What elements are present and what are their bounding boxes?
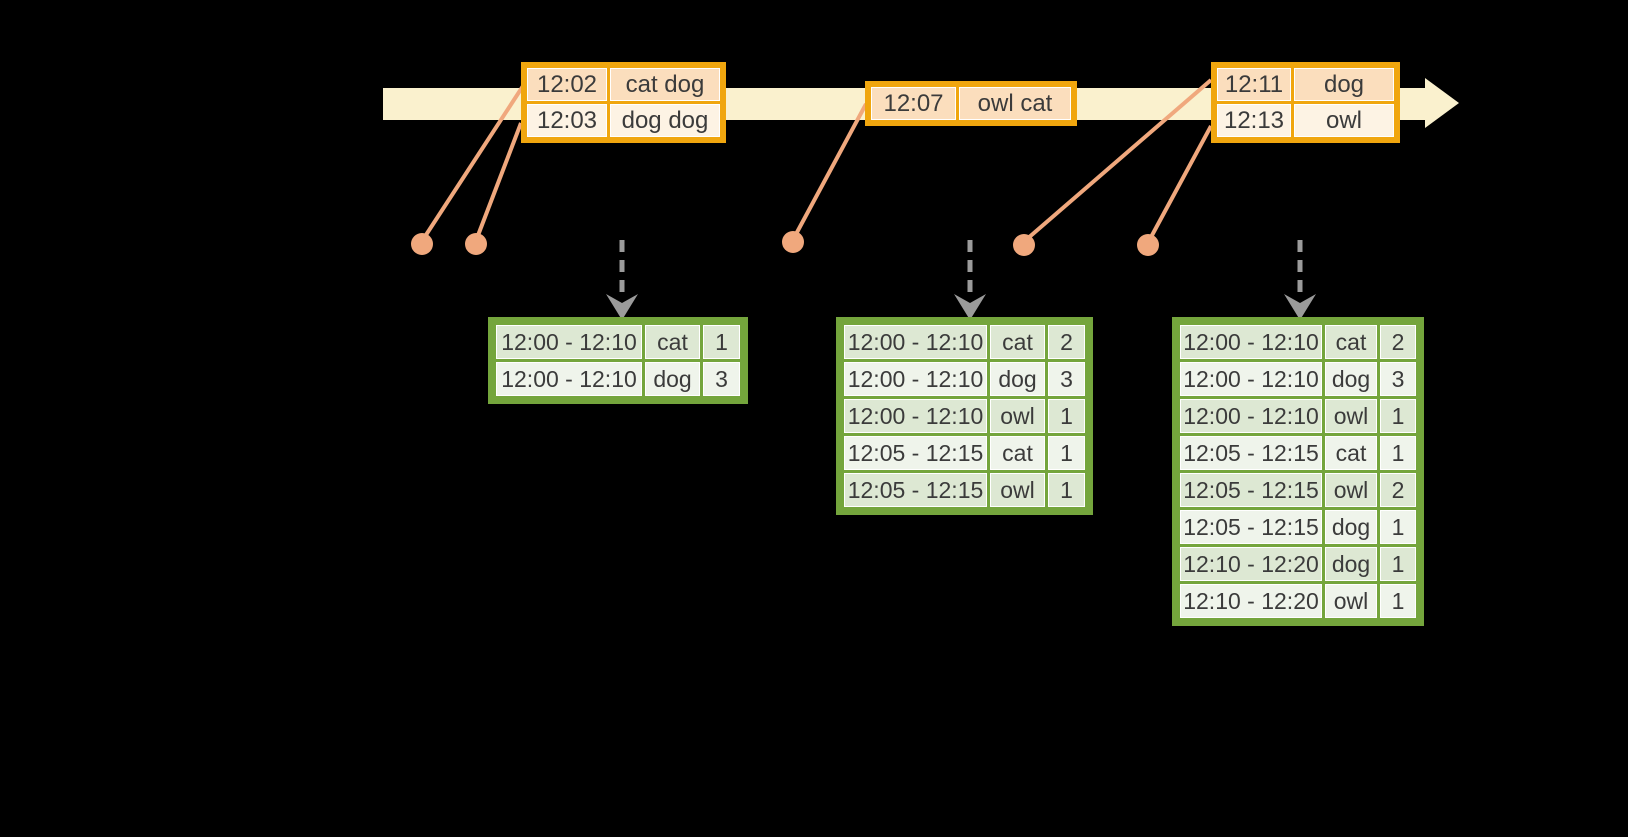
result-row: 12:00 - 12:10 cat 2 (844, 325, 1085, 359)
count-cell: 1 (1048, 436, 1085, 470)
window-cell: 12:05 - 12:15 (1180, 473, 1322, 507)
word-cell: cat (990, 325, 1045, 359)
event-connectors (422, 78, 1213, 241)
count-cell: 1 (703, 325, 740, 359)
word-cell: cat (645, 325, 700, 359)
window-cell: 12:00 - 12:10 (1180, 399, 1322, 433)
count-cell: 2 (1048, 325, 1085, 359)
connector-line (422, 84, 525, 240)
event-table-3: 12:11 dog 12:13 owl (1211, 62, 1400, 143)
count-cell: 1 (1380, 547, 1416, 581)
event-time: 12:13 (1217, 104, 1291, 137)
window-cell: 12:00 - 12:10 (844, 399, 987, 433)
event-dot (1013, 234, 1035, 256)
word-cell: dog (990, 362, 1045, 396)
event-row: 12:03 dog dog (527, 104, 720, 137)
result-row: 12:05 - 12:15 dog 1 (1180, 510, 1416, 544)
word-cell: dog (1325, 547, 1377, 581)
count-cell: 3 (703, 362, 740, 396)
window-cell: 12:00 - 12:10 (844, 325, 987, 359)
trigger-arrows (619, 240, 1303, 296)
result-row: 12:00 - 12:10 cat 1 (496, 325, 740, 359)
window-cell: 12:05 - 12:15 (844, 473, 987, 507)
event-dot (782, 231, 804, 253)
event-words: owl cat (959, 87, 1071, 120)
window-cell: 12:05 - 12:15 (1180, 510, 1322, 544)
event-row: 12:11 dog (1217, 68, 1394, 101)
down-arrow-icon (954, 294, 986, 320)
event-words: cat dog (610, 68, 720, 101)
result-row: 12:10 - 12:20 dog 1 (1180, 547, 1416, 581)
trigger-arrowheads (606, 294, 1316, 320)
word-cell: owl (990, 399, 1045, 433)
event-words: owl (1294, 104, 1394, 137)
count-cell: 1 (1380, 510, 1416, 544)
event-words: dog dog (610, 104, 720, 137)
window-cell: 12:00 - 12:10 (844, 362, 987, 396)
result-row: 12:05 - 12:15 cat 1 (1180, 436, 1416, 470)
word-cell: dog (645, 362, 700, 396)
word-cell: owl (1325, 584, 1377, 618)
event-time: 12:11 (1217, 68, 1291, 101)
down-arrow-icon (1284, 294, 1316, 320)
result-table-3: 12:00 - 12:10 cat 2 12:00 - 12:10 dog 3 … (1172, 317, 1424, 626)
word-cell: dog (1325, 362, 1377, 396)
word-cell: owl (1325, 399, 1377, 433)
result-row: 12:05 - 12:15 owl 2 (1180, 473, 1416, 507)
event-row: 12:13 owl (1217, 104, 1394, 137)
count-cell: 1 (1048, 399, 1085, 433)
event-dot (411, 233, 433, 255)
window-cell: 12:00 - 12:10 (1180, 325, 1322, 359)
window-cell: 12:05 - 12:15 (1180, 436, 1322, 470)
connector-line (1148, 125, 1213, 240)
timeline-arrowhead-icon (1425, 78, 1459, 128)
window-cell: 12:00 - 12:10 (1180, 362, 1322, 396)
word-cell: owl (1325, 473, 1377, 507)
word-cell: dog (1325, 510, 1377, 544)
connector-line (793, 103, 868, 237)
count-cell: 2 (1380, 473, 1416, 507)
window-cell: 12:05 - 12:15 (844, 436, 987, 470)
result-row: 12:10 - 12:20 owl 1 (1180, 584, 1416, 618)
connector-line (1025, 78, 1213, 241)
window-cell: 12:00 - 12:10 (496, 325, 642, 359)
window-cell: 12:10 - 12:20 (1180, 584, 1322, 618)
event-row: 12:07 owl cat (871, 87, 1071, 120)
result-row: 12:00 - 12:10 dog 3 (1180, 362, 1416, 396)
result-row: 12:00 - 12:10 dog 3 (844, 362, 1085, 396)
word-cell: cat (990, 436, 1045, 470)
event-time: 12:07 (871, 87, 956, 120)
event-dot (1137, 234, 1159, 256)
result-row: 12:00 - 12:10 owl 1 (1180, 399, 1416, 433)
count-cell: 3 (1380, 362, 1416, 396)
event-table-2: 12:07 owl cat (865, 81, 1077, 126)
word-cell: cat (1325, 436, 1377, 470)
count-cell: 1 (1380, 584, 1416, 618)
event-words: dog (1294, 68, 1394, 101)
window-cell: 12:10 - 12:20 (1180, 547, 1322, 581)
event-dots (411, 231, 1159, 256)
event-time: 12:03 (527, 104, 607, 137)
result-row: 12:05 - 12:15 owl 1 (844, 473, 1085, 507)
event-time: 12:02 (527, 68, 607, 101)
word-cell: owl (990, 473, 1045, 507)
result-row: 12:05 - 12:15 cat 1 (844, 436, 1085, 470)
word-cell: cat (1325, 325, 1377, 359)
count-cell: 2 (1380, 325, 1416, 359)
count-cell: 1 (1380, 399, 1416, 433)
result-row: 12:00 - 12:10 dog 3 (496, 362, 740, 396)
event-table-1: 12:02 cat dog 12:03 dog dog (521, 62, 726, 143)
result-row: 12:00 - 12:10 cat 2 (1180, 325, 1416, 359)
event-row: 12:02 cat dog (527, 68, 720, 101)
count-cell: 1 (1048, 473, 1085, 507)
result-table-2: 12:00 - 12:10 cat 2 12:00 - 12:10 dog 3 … (836, 317, 1093, 515)
result-row: 12:00 - 12:10 owl 1 (844, 399, 1085, 433)
down-arrow-icon (606, 294, 638, 320)
window-cell: 12:00 - 12:10 (496, 362, 642, 396)
count-cell: 3 (1048, 362, 1085, 396)
connector-line (475, 122, 523, 239)
event-dot (465, 233, 487, 255)
result-table-1: 12:00 - 12:10 cat 1 12:00 - 12:10 dog 3 (488, 317, 748, 404)
count-cell: 1 (1380, 436, 1416, 470)
